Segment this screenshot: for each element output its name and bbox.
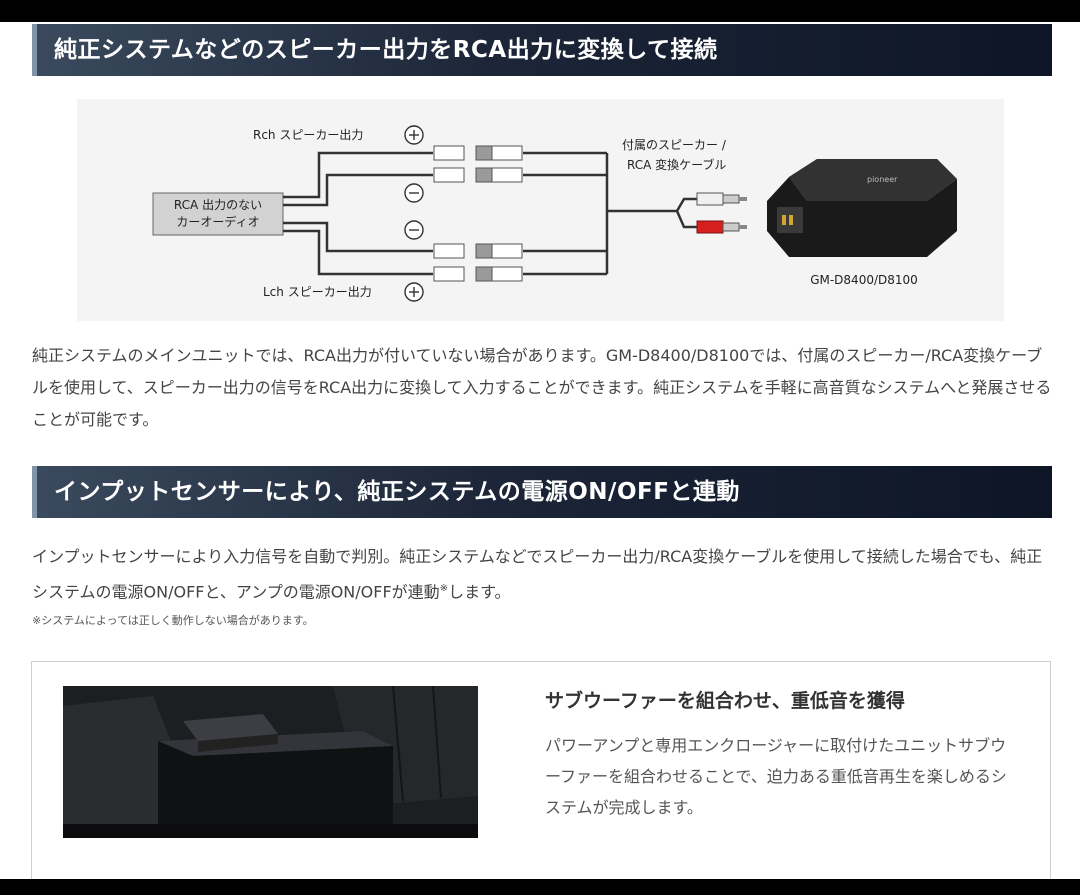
svg-text:pioneer: pioneer bbox=[867, 175, 898, 184]
amp-model-label: GM-D8400/D8100 bbox=[810, 273, 918, 287]
amplifier-image: pioneer bbox=[767, 159, 957, 257]
subwoofer-card-text: パワーアンプと専用エンクロージャーに取付けたユニットサブウーファーを組合わせるこ… bbox=[545, 736, 1007, 817]
speaker-wires bbox=[283, 151, 697, 276]
footnote-note: ※システムによっては正しく動作しない場合があります。 bbox=[32, 614, 314, 627]
wiring-diagram-svg: RCA 出力のない カーオーディオ bbox=[152, 125, 957, 302]
cable-label-line2: RCA 変換ケーブル bbox=[627, 157, 726, 172]
lch-speaker-output-label: Lch スピーカー出力 bbox=[263, 285, 372, 299]
paragraph-rca-description: 純正システムのメインユニットでは、RCA出力が付いていない場合があります。GM-… bbox=[32, 346, 1052, 429]
subwoofer-trunk-photo bbox=[63, 686, 478, 838]
subwoofer-photo-svg bbox=[63, 686, 478, 838]
source-head-unit-box bbox=[152, 192, 284, 236]
cable-label-line1: 付属のスピーカー / bbox=[622, 138, 727, 152]
rca-red-plug bbox=[696, 220, 724, 234]
wiring-diagram: RCA 出力のない カーオーディオ bbox=[77, 99, 1004, 321]
paragraph-input-sensor-text: インプットセンサーにより入力信号を自動で判別。純正システムなどでスピーカー出力/… bbox=[32, 547, 1043, 602]
connectors bbox=[433, 145, 523, 282]
subwoofer-card-title: サブウーファーを組合わせ、重低音を獲得 bbox=[545, 690, 905, 712]
rca-plugs bbox=[696, 192, 747, 234]
top-black-bar bbox=[0, 0, 1080, 22]
footnote-mark: ※ bbox=[439, 583, 449, 594]
polarity-symbols bbox=[404, 125, 424, 302]
bottom-black-bar bbox=[0, 879, 1080, 895]
paragraph-input-sensor: インプットセンサーにより入力信号を自動で判別。純正システムなどでスピーカー出力/… bbox=[32, 541, 1052, 608]
paragraph-input-sensor-end: します。 bbox=[448, 582, 511, 602]
source-label-line2: カーオーディオ bbox=[176, 214, 259, 229]
rch-speaker-output-label: Rch スピーカー出力 bbox=[253, 128, 363, 142]
section-header-rca-connection: 純正システムなどのスピーカー出力をRCA出力に変換して接続 bbox=[32, 24, 1052, 76]
source-label-line1: RCA 出力のない bbox=[174, 198, 262, 212]
section-header-input-sensor: インプットセンサーにより、純正システムの電源ON/OFFと連動 bbox=[32, 466, 1052, 518]
subwoofer-card: サブウーファーを組合わせ、重低音を獲得 パワーアンプと専用エンクロージャーに取付… bbox=[31, 661, 1051, 891]
